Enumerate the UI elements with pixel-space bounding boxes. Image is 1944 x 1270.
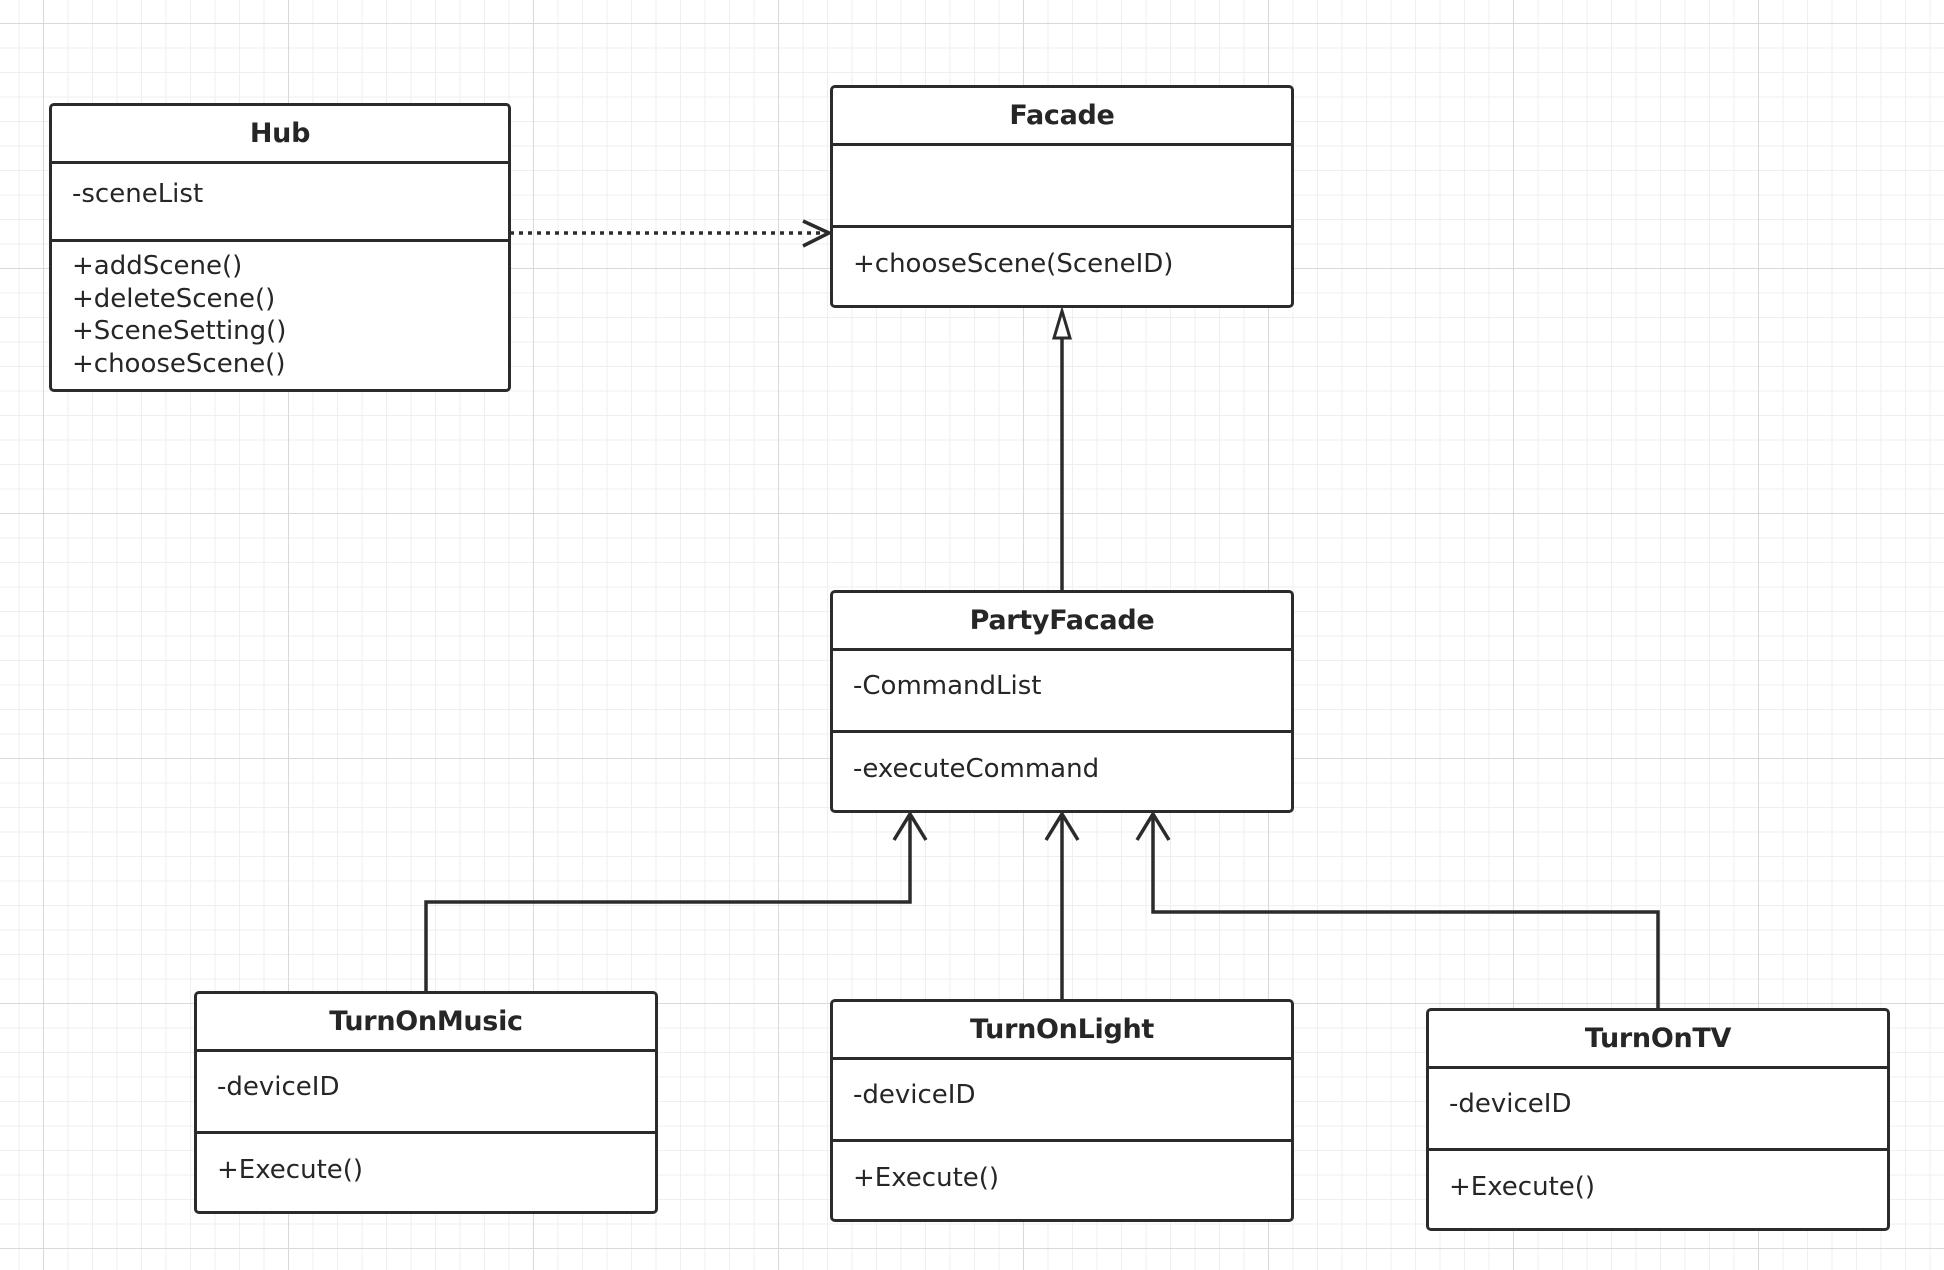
class-attributes <box>833 146 1291 228</box>
class-attributes: -deviceID <box>1429 1069 1887 1151</box>
operation-row: +Execute() <box>853 1163 1000 1193</box>
class-operations: +chooseScene(SceneID) <box>833 228 1291 305</box>
association-turnonmusic-to-partyfacade[interactable] <box>424 810 928 993</box>
class-operations: +Execute() <box>1429 1151 1887 1228</box>
operation-row: +deleteScene() <box>72 283 276 314</box>
attribute-row: -sceneList <box>72 179 204 209</box>
class-turn-on-tv[interactable]: TurnOnTV -deviceID +Execute() <box>1426 1008 1890 1231</box>
attribute-row: -deviceID <box>853 1080 976 1110</box>
class-name: TurnOnLight <box>833 1002 1291 1060</box>
class-name: TurnOnMusic <box>197 994 655 1052</box>
class-name: TurnOnTV <box>1429 1011 1887 1069</box>
class-turn-on-music[interactable]: TurnOnMusic -deviceID +Execute() <box>194 991 658 1214</box>
class-name: Facade <box>833 88 1291 146</box>
association-turnontv-to-partyfacade[interactable] <box>1135 810 1660 1010</box>
class-attributes: -deviceID <box>197 1052 655 1134</box>
operation-row: +SceneSetting() <box>72 316 287 346</box>
class-facade[interactable]: Facade +chooseScene(SceneID) <box>830 85 1294 308</box>
class-hub[interactable]: Hub -sceneList +addScene() +deleteScene(… <box>49 103 511 392</box>
attribute-row: -CommandList <box>853 671 1042 701</box>
class-operations: +addScene() +deleteScene() +SceneSetting… <box>52 242 508 389</box>
attribute-row: -deviceID <box>217 1072 340 1102</box>
dependency-hub-to-facade[interactable] <box>510 219 834 248</box>
operation-row: -executeCommand <box>853 754 1100 784</box>
operation-row: +Execute() <box>1449 1172 1596 1202</box>
class-attributes: -CommandList <box>833 651 1291 733</box>
class-attributes: -sceneList <box>52 164 508 242</box>
class-operations: +Execute() <box>833 1142 1291 1219</box>
class-attributes: -deviceID <box>833 1060 1291 1142</box>
class-turn-on-light[interactable]: TurnOnLight -deviceID +Execute() <box>830 999 1294 1222</box>
operation-row: +Execute() <box>217 1155 364 1185</box>
class-operations: +Execute() <box>197 1134 655 1211</box>
association-turnonlight-to-partyfacade[interactable] <box>1044 810 1080 1001</box>
attribute-row: -deviceID <box>1449 1089 1572 1119</box>
generalization-partyfacade-to-facade[interactable] <box>1051 305 1073 592</box>
operation-row: +addScene() <box>72 251 243 281</box>
operation-row: +chooseScene(SceneID) <box>853 249 1174 279</box>
class-name: Hub <box>52 106 508 164</box>
class-operations: -executeCommand <box>833 733 1291 810</box>
class-name: PartyFacade <box>833 593 1291 651</box>
operation-row: +chooseScene() <box>72 348 286 379</box>
class-party-facade[interactable]: PartyFacade -CommandList -executeCommand <box>830 590 1294 813</box>
